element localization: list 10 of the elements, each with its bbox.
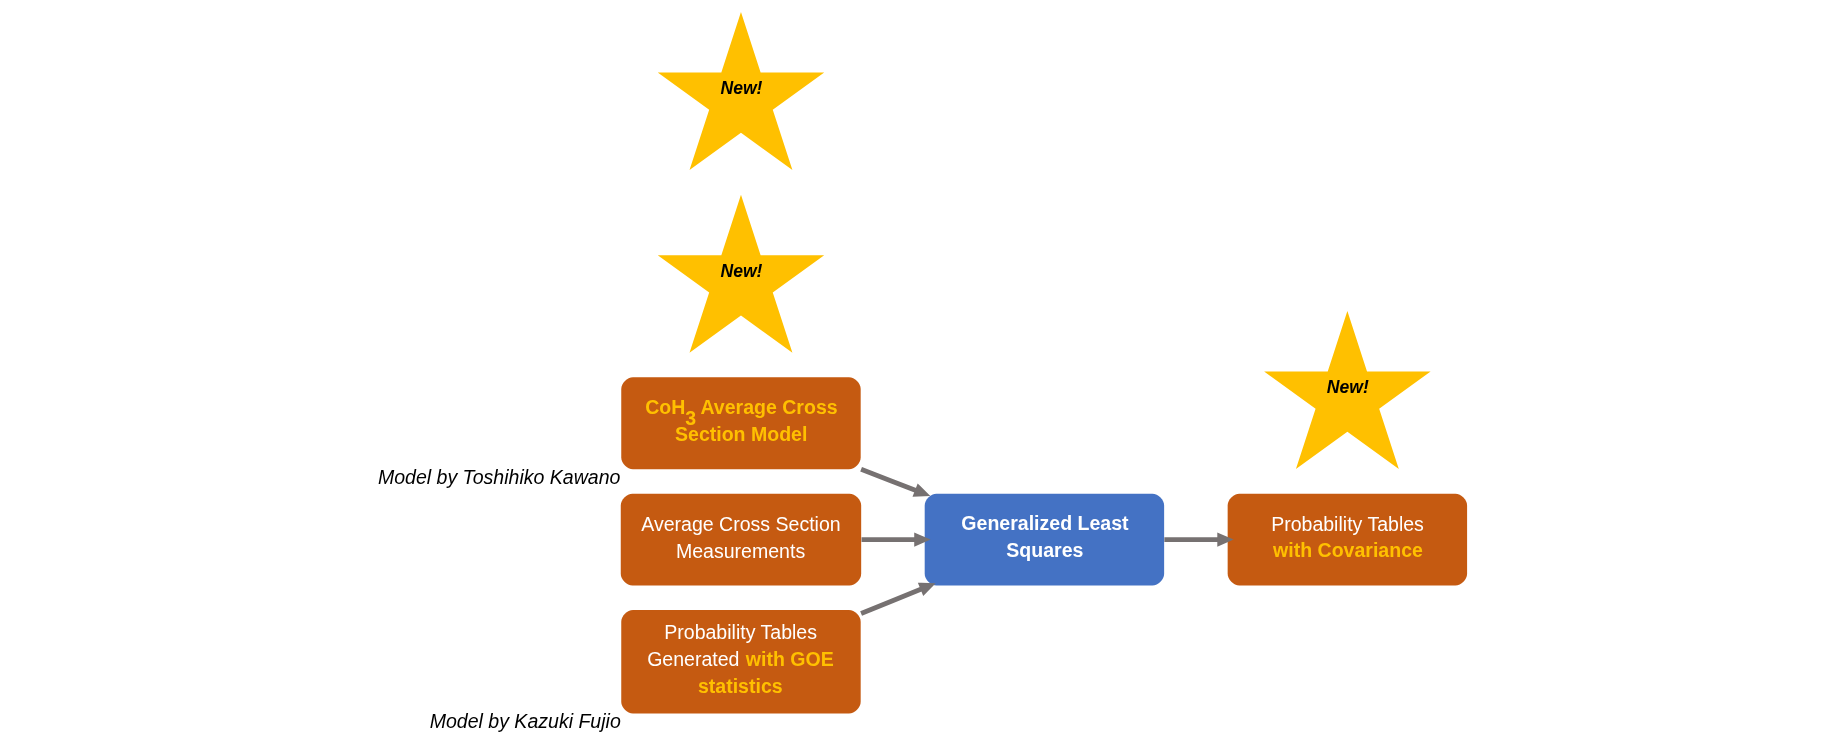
node-label: Model by Kazuki Fujio	[429, 710, 621, 733]
node-label: Model by Toshihiko Kawano	[377, 465, 621, 488]
node-box: Probability Tables with Covariance	[1227, 493, 1468, 586]
arrow	[1164, 532, 1234, 547]
node-box: Average Cross Section Measurements	[620, 493, 862, 586]
arrow	[860, 582, 936, 616]
node-box: Generalized Least Squares	[924, 493, 1165, 586]
arrow	[860, 467, 931, 497]
node-box: Probability Tables Generated with GOE statistics	[621, 609, 861, 714]
arrow	[861, 532, 931, 547]
